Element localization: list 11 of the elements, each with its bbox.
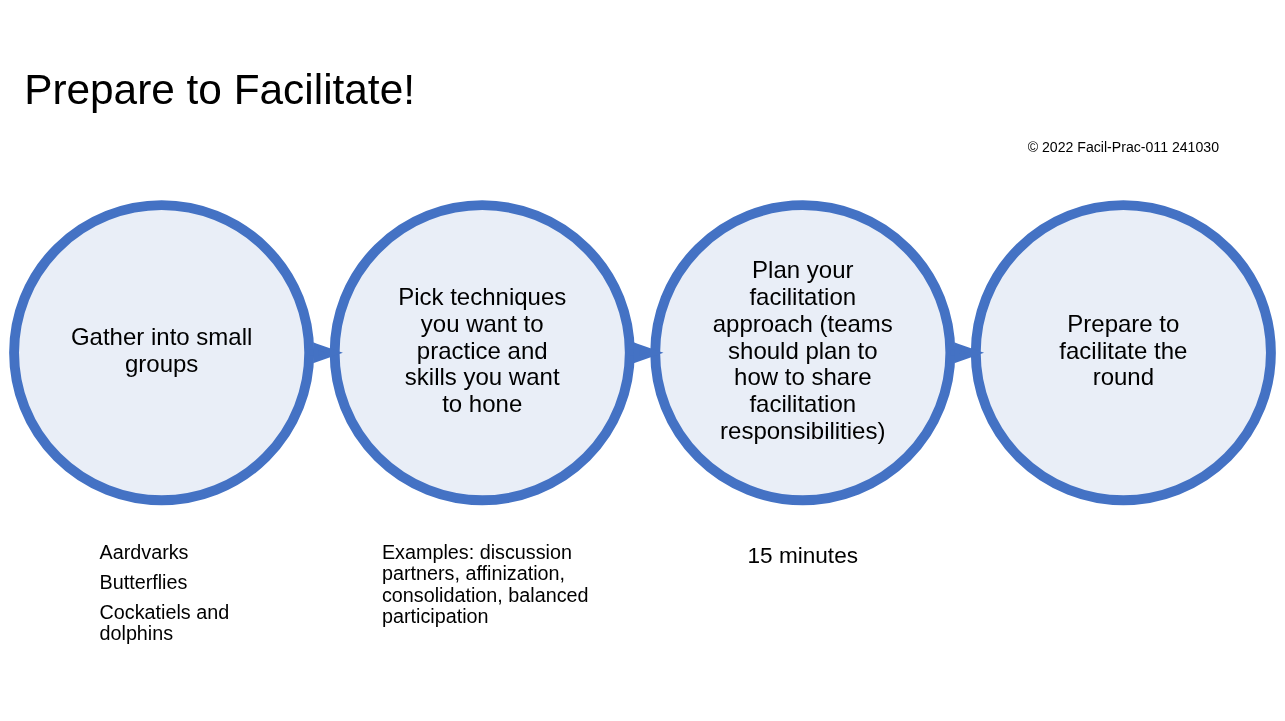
node-label: Examples: discussion partners, affinization, consolidation, balanced participation bbox=[381, 541, 589, 627]
arrow bbox=[954, 342, 985, 364]
label: 15 minutes bbox=[747, 542, 859, 568]
label: © 2022 Facil-Prac-011 241030 bbox=[1027, 138, 1220, 155]
diagram-title: Prepare to Facilitate! bbox=[24, 66, 415, 114]
node-circle: Prepare to facilitate the round bbox=[970, 200, 1276, 506]
node-label: Butterflies bbox=[99, 570, 188, 593]
node-label: Cockatiels and dolphins bbox=[99, 600, 230, 644]
arrow bbox=[633, 342, 664, 364]
arrow bbox=[313, 342, 343, 364]
node-label: Aardvarks bbox=[99, 541, 189, 564]
